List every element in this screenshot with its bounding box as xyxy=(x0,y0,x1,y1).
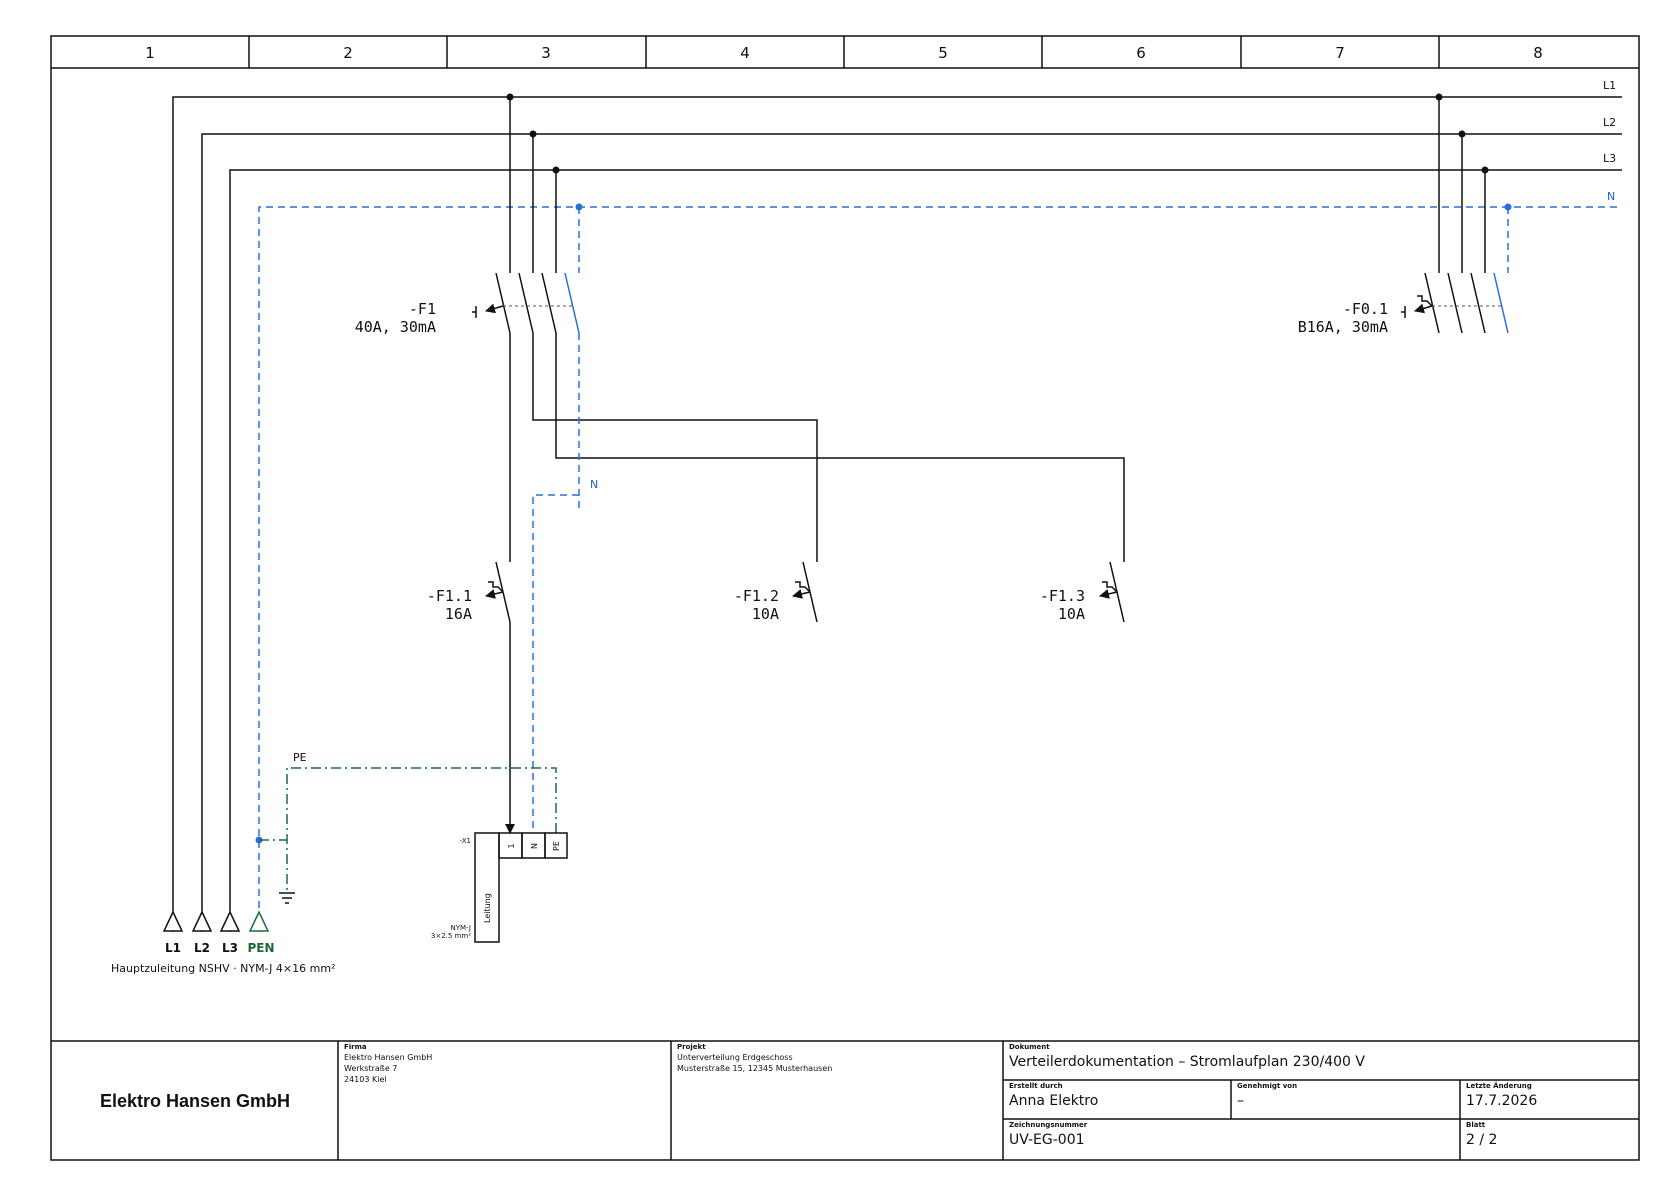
terminal-cell-n: N xyxy=(530,843,539,849)
zone-number-7: 7 xyxy=(1335,44,1345,62)
terminal-cable-type: NYM-J xyxy=(450,924,471,932)
mcb-f1-2-tag: -F1.2 xyxy=(734,587,779,605)
zeichnung-value: UV-EG-001 xyxy=(1009,1132,1085,1148)
feed-caption: Hauptzuleitung NSHV · NYM-J 4×16 mm² xyxy=(111,962,335,975)
zone-number-4: 4 xyxy=(740,44,750,62)
terminal-cable-section: 3×2.5 mm² xyxy=(431,932,471,940)
feed-label-l3: L3 xyxy=(222,941,238,955)
junction-dots xyxy=(255,93,1512,844)
erstellt-value: Anna Elektro xyxy=(1009,1093,1098,1109)
busbar-l2: L2 xyxy=(201,116,1622,932)
mcb-f1-3: -F1.3 10A xyxy=(1040,561,1125,623)
busbar-l3-label: L3 xyxy=(1603,152,1616,165)
rcd-f0-1-rating: B16A, 30mA xyxy=(1298,318,1388,336)
zone-number-8: 8 xyxy=(1533,44,1543,62)
pe-label: PE xyxy=(293,751,307,764)
zone-number-3: 3 xyxy=(541,44,551,62)
busbar-n: N xyxy=(258,190,1622,932)
feed-label-l2: L2 xyxy=(194,941,210,955)
rcd-f1-rating: 40A, 30mA xyxy=(355,318,436,336)
zone-number-6: 6 xyxy=(1136,44,1146,62)
mcb-f1-3-tag: -F1.3 xyxy=(1040,587,1085,605)
dokument-value: Verteilerdokumentation – Stromlaufplan 2… xyxy=(1009,1054,1365,1070)
firma-line-1: Elektro Hansen GmbH xyxy=(344,1053,432,1062)
projekt-line-1: Unterverteilung Erdgeschoss xyxy=(677,1053,793,1062)
aenderung-value: 17.7.2026 xyxy=(1466,1093,1537,1109)
rcd-f1: -F1 40A, 30mA xyxy=(355,97,580,336)
busbar-l3: L3 xyxy=(229,152,1622,932)
feed-in: L1 L2 L3 PEN Hauptzuleitung NSHV · NYM-J… xyxy=(111,910,335,975)
zone-number-2: 2 xyxy=(343,44,353,62)
mcb-f1-1: -F1.1 16A xyxy=(427,561,515,834)
firma-header: Firma xyxy=(344,1043,367,1051)
blatt-header: Blatt xyxy=(1466,1121,1486,1129)
zone-number-5: 5 xyxy=(938,44,948,62)
dokument-header: Dokument xyxy=(1009,1043,1050,1051)
feed-label-l1: L1 xyxy=(165,941,181,955)
f1-outgoing-wiring: N xyxy=(509,333,1125,833)
mcb-f1-3-rating: 10A xyxy=(1058,605,1085,623)
n-tap-label: N xyxy=(590,478,598,491)
terminal-cell-1: 1 xyxy=(507,843,516,848)
company-logo-text: Elektro Hansen GmbH xyxy=(100,1091,290,1111)
firma-line-3: 24103 Kiel xyxy=(344,1075,387,1084)
terminal-tag: -X1 xyxy=(460,837,471,845)
aenderung-header: Letzte Änderung xyxy=(1466,1081,1532,1090)
firma-line-2: Werkstraße 7 xyxy=(344,1064,397,1073)
title-block: Elektro Hansen GmbH Firma Elektro Hansen… xyxy=(51,1040,1639,1160)
projekt-line-2: Musterstraße 15, 12345 Musterhausen xyxy=(677,1064,832,1073)
genehmigt-value: – xyxy=(1237,1093,1244,1109)
mcb-f1-2-rating: 10A xyxy=(752,605,779,623)
busbar-n-label: N xyxy=(1607,190,1615,203)
erstellt-header: Erstellt durch xyxy=(1009,1082,1063,1090)
zone-number-1: 1 xyxy=(145,44,155,62)
rcd-f0-1: -F0.1 B16A, 30mA xyxy=(1298,97,1509,336)
mcb-f1-2: -F1.2 10A xyxy=(734,561,818,623)
zone-header: 1 2 3 4 5 6 7 8 xyxy=(145,44,1543,62)
rcd-f1-tag: -F1 xyxy=(409,300,436,318)
busbar-l2-label: L2 xyxy=(1603,116,1616,129)
projekt-header: Projekt xyxy=(677,1043,706,1051)
terminal-cell-pe: PE xyxy=(552,841,561,851)
mcb-f1-1-rating: 16A xyxy=(445,605,472,623)
blatt-value: 2 / 2 xyxy=(1466,1132,1497,1148)
busbar-l1-label: L1 xyxy=(1603,79,1616,92)
feed-label-pen: PEN xyxy=(247,941,274,955)
terminal-x1: -X1 1 N PE Leitung NYM-J 3×2.5 mm² xyxy=(431,832,568,943)
zeichnung-header: Zeichnungsnummer xyxy=(1009,1121,1088,1129)
mcb-f1-1-tag: -F1.1 xyxy=(427,587,472,605)
genehmigt-header: Genehmigt von xyxy=(1237,1082,1297,1090)
rcd-f0-1-tag: -F0.1 xyxy=(1343,300,1388,318)
pe-wiring: PE xyxy=(259,751,557,904)
terminal-cable-label: Leitung xyxy=(483,893,492,923)
drawing-frame xyxy=(50,35,1640,1161)
busbar-l1: L1 xyxy=(172,79,1622,932)
